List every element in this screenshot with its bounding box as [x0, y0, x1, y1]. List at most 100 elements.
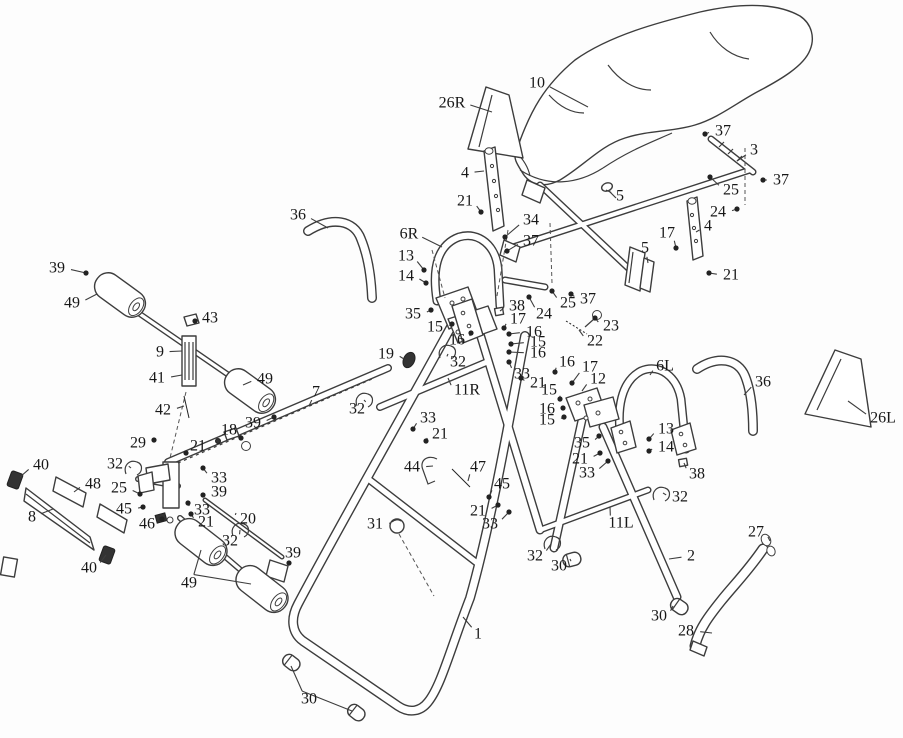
- part-label-49: 49: [64, 295, 80, 312]
- leader-line: [242, 380, 252, 386]
- fastener-dot: [140, 504, 146, 510]
- leader-line: [662, 492, 667, 496]
- leader-line: [169, 350, 183, 353]
- fastener-dot: [192, 318, 198, 324]
- fastener-dot: [151, 437, 157, 443]
- part-label-11R: 11R: [454, 382, 480, 399]
- fastener-dot: [549, 288, 555, 294]
- part-label-9: 9: [156, 344, 164, 361]
- fastener-dot: [423, 438, 429, 444]
- fastener-dot: [508, 341, 514, 347]
- fastener-dot: [506, 331, 512, 337]
- fastener-dot: [410, 426, 416, 432]
- fastener-dot: [478, 209, 484, 215]
- fastener-dot: [286, 560, 292, 566]
- part-label-21: 21: [198, 514, 214, 531]
- fastener-dot: [597, 450, 603, 456]
- leader-line: [578, 329, 584, 337]
- leader-line: [40, 508, 54, 515]
- fastener-dot: [569, 380, 575, 386]
- part-label-13: 13: [398, 248, 414, 265]
- leader-line: [847, 400, 867, 415]
- fastener-dot: [506, 509, 512, 515]
- leader-line: [581, 384, 588, 392]
- part-label-37: 37: [580, 291, 596, 308]
- fastener-dot: [183, 450, 189, 456]
- part-label-24: 24: [710, 204, 726, 221]
- fastener-dot: [200, 465, 206, 471]
- part-label-48: 48: [85, 476, 101, 493]
- part-label-15: 15: [530, 334, 546, 351]
- part-label-36: 36: [755, 374, 771, 391]
- part-label-21: 21: [723, 267, 739, 284]
- leader-line: [176, 405, 185, 409]
- backrest-pad: [514, 4, 813, 186]
- part-label-40: 40: [81, 560, 97, 577]
- part-label-23: 23: [603, 318, 619, 335]
- part-label-16: 16: [449, 332, 465, 349]
- bed-bar-3-core: [708, 136, 756, 175]
- roller-assembly-bottom: [174, 517, 289, 614]
- leader-line: [549, 86, 589, 108]
- part-label-33: 33: [194, 502, 210, 519]
- leader-line: [310, 218, 329, 229]
- leader-line: [743, 386, 752, 396]
- part-label-5: 5: [616, 188, 624, 205]
- leader-line: [426, 465, 434, 468]
- leader-line: [308, 399, 313, 407]
- crossbar-11l-core: [537, 487, 651, 533]
- part-label-2: 2: [687, 548, 695, 565]
- pivot-bracket-assembly: [137, 461, 289, 583]
- leader-line: [421, 236, 443, 248]
- fastener-dot: [83, 270, 89, 276]
- part-label-32: 32: [450, 354, 466, 371]
- fastener-dot: [673, 245, 679, 251]
- leader-line: [99, 554, 107, 563]
- fastener-dot: [486, 494, 492, 500]
- part-label-1: 1: [474, 626, 482, 643]
- leader-line: [467, 474, 471, 482]
- leader-line: [646, 256, 649, 264]
- part-label-17: 17: [510, 311, 526, 328]
- part-label-25: 25: [723, 182, 739, 199]
- leader-line: [301, 690, 353, 712]
- leader-line: [736, 154, 747, 162]
- part-label-16: 16: [539, 401, 555, 418]
- part-label-13: 13: [658, 421, 674, 438]
- bed-rail-b-core: [507, 167, 753, 251]
- fastener-dot: [734, 206, 740, 212]
- part-label-49: 49: [257, 371, 273, 388]
- u-handle-6l-core: [616, 365, 690, 453]
- part-label-21: 21: [190, 438, 206, 455]
- fastener-dot: [185, 500, 191, 506]
- part-label-20: 20: [240, 511, 256, 528]
- part-label-38: 38: [509, 298, 525, 315]
- part-label-14: 14: [398, 268, 414, 285]
- part-label-3: 3: [750, 142, 758, 159]
- fastener-dot: [646, 436, 652, 442]
- bar-20-core: [203, 498, 284, 559]
- part-label-39: 39: [245, 415, 261, 432]
- support-arm-left: [483, 146, 505, 232]
- bed-frame-details: [496, 141, 746, 297]
- part-label-46: 46: [139, 516, 155, 533]
- part-label-17: 17: [659, 225, 675, 242]
- part-label-37: 37: [523, 233, 539, 250]
- part-label-45: 45: [494, 476, 510, 493]
- part-label-32: 32: [527, 548, 543, 565]
- bed-rail-a-core: [537, 182, 646, 285]
- part-label-30: 30: [551, 558, 567, 575]
- fastener-dot: [706, 270, 712, 276]
- part-label-11L: 11L: [608, 515, 633, 532]
- fastener-dot: [238, 435, 244, 441]
- part-label-22: 22: [587, 333, 603, 350]
- leader-line: [499, 308, 504, 312]
- part-label-32: 32: [107, 456, 123, 473]
- fastener-dot: [552, 369, 558, 375]
- fastener-dot: [423, 280, 429, 286]
- part-label-27: 27: [748, 524, 764, 541]
- hardware-glyphs: [124, 306, 689, 597]
- fastener-dot: [561, 414, 567, 420]
- headrest-wedge-right: [467, 86, 524, 159]
- leader-line: [767, 536, 771, 542]
